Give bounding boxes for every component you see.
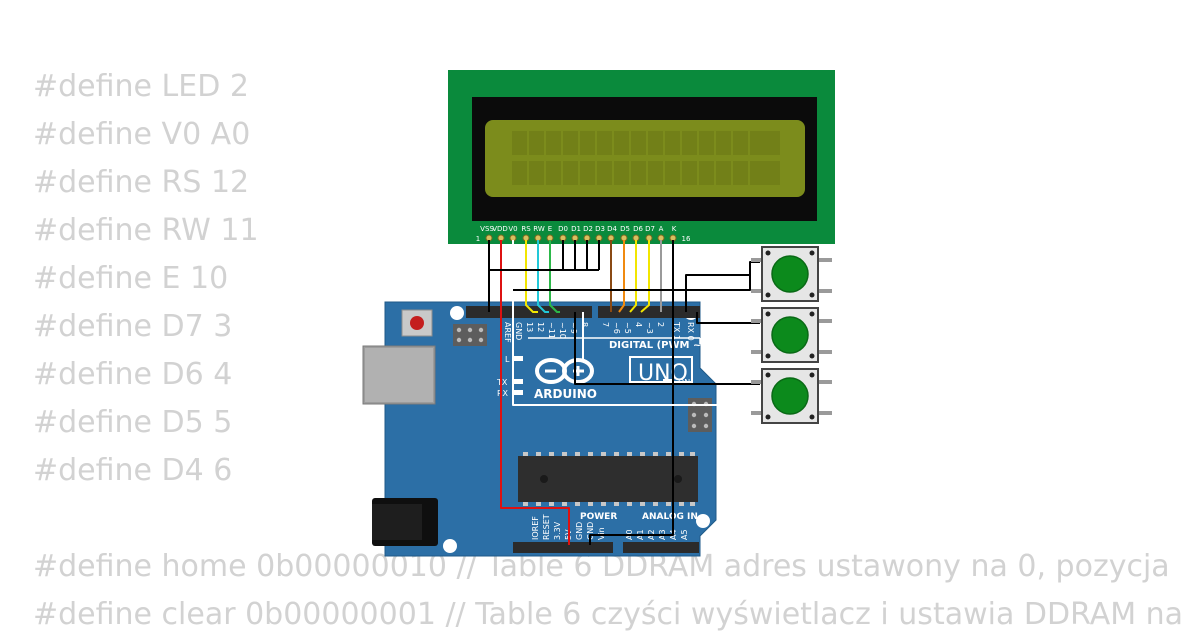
wires: [488, 240, 760, 545]
mounting-hole: [696, 514, 710, 528]
power-label: POWER: [580, 512, 617, 522]
lcd-pin-number-first: 1: [476, 235, 480, 243]
pin-label: 12: [536, 322, 545, 332]
power-pin-label: 3.3V: [553, 521, 562, 540]
lcd-pin-label: V0: [508, 225, 517, 233]
mounting-hole: [443, 539, 457, 553]
lcd-pin-number-last: 16: [682, 235, 691, 243]
lcd-pin-label: E: [548, 225, 552, 233]
analog-in-label: ANALOG IN: [642, 512, 698, 522]
pin-label: ~5: [623, 322, 632, 334]
code-line: #define D5 5: [33, 405, 233, 440]
wire-rs: [525, 240, 538, 313]
code-line: #define D7 3: [33, 309, 233, 344]
digital-label: DIGITAL (PWM ~): [609, 340, 706, 351]
code-line: #define D4 6: [33, 453, 233, 488]
lcd-pin-label: VDD: [492, 225, 508, 233]
lcd-pin-label: D2: [583, 225, 593, 233]
code-line: #define clear 0b00000001 // Table 6 czyś…: [33, 597, 1184, 632]
wire-rw: [537, 240, 549, 313]
button-cap[interactable]: [771, 255, 809, 293]
code-line: #define RW 11: [33, 213, 259, 248]
led-l: [514, 356, 523, 361]
digital-header-right: [598, 306, 700, 318]
wire-k: [589, 240, 674, 545]
power-pin-label: IOREF: [531, 516, 540, 540]
code-line: #define V0 A0: [33, 117, 251, 152]
lcd-module[interactable]: VSS VDD V0 RS RW E D0 D1 D2 D3 D4 D5 D6 …: [448, 70, 835, 244]
lcd-pin-label: D7: [645, 225, 655, 233]
analog-header: [623, 542, 699, 553]
arduino-logo: [535, 358, 594, 384]
code-line: #define E 10: [33, 261, 229, 296]
pin-label: TX 1: [672, 321, 681, 340]
lcd-pin-label: D3: [595, 225, 605, 233]
code-line: #define D6 4: [33, 357, 233, 392]
lcd-pin-label: K: [672, 225, 677, 233]
uno-badge: [629, 356, 693, 383]
wire-e: [549, 240, 560, 313]
push-button-2[interactable]: [751, 307, 832, 363]
wire-d7: [640, 240, 650, 313]
led-rx-label: RX: [497, 389, 509, 398]
pin-label: ~11: [547, 322, 556, 339]
mounting-hole: [450, 306, 464, 320]
pin-label: ~10: [558, 322, 567, 339]
power-pin-label: Vin: [597, 527, 606, 540]
arduino-brand-label: ARDUINO: [534, 387, 597, 401]
pin-label: 4: [634, 322, 643, 327]
lcd-pin-label: D6: [633, 225, 643, 233]
wire-button-2: [696, 312, 760, 324]
push-button-1[interactable]: [751, 246, 832, 302]
lcd-character-grid: [512, 131, 780, 185]
led-on: [663, 379, 672, 384]
lcd-pin-label: D4: [607, 225, 617, 233]
wire-vdd-5v: [500, 240, 570, 545]
icsp-header-right: [688, 398, 712, 432]
atmega-chip: [518, 452, 698, 506]
wire-d6: [629, 240, 637, 313]
reset-button[interactable]: [401, 309, 433, 337]
analog-pin-label: A5: [680, 529, 689, 540]
code-line: #define RS 12: [33, 165, 250, 200]
led-l-label: L: [505, 355, 510, 364]
power-pin-label: GND: [575, 522, 584, 540]
wire-button-3: [574, 312, 760, 385]
code-line: #define LED 2: [33, 69, 249, 104]
led-tx: [514, 379, 523, 384]
button-cap[interactable]: [771, 316, 809, 354]
lcd-pin-label: VSS: [480, 225, 494, 233]
wire-white-loop: [512, 318, 750, 406]
power-header: [513, 542, 613, 553]
pin-label: 2: [656, 322, 665, 327]
wire-d5: [618, 240, 625, 313]
button-cap[interactable]: [771, 377, 809, 415]
pin-label: 7: [601, 322, 610, 327]
power-pin-label: GND: [586, 522, 595, 540]
pin-label: 13: [525, 322, 534, 332]
lcd-pin-label: D1: [571, 225, 581, 233]
wire-button-gnd: [513, 270, 751, 291]
pin-label: GND: [514, 322, 523, 340]
lcd-pin-label: D0: [558, 225, 568, 233]
lcd-pin-label: D5: [620, 225, 630, 233]
lcd-pin-label: RS: [521, 225, 531, 233]
led-rx: [514, 390, 523, 395]
pin-label: 8: [580, 322, 589, 327]
arduino-uno-board[interactable]: AREF GND 13 12 ~11 ~10 ~9 8 7 ~6 ~5 4 ~3…: [362, 301, 717, 557]
power-pin-label: RESET: [542, 514, 551, 540]
pin-label: AREF: [503, 322, 512, 343]
icsp-header: [453, 324, 487, 346]
lcd-pin-label: A: [659, 225, 664, 233]
pin-label: ~9: [569, 322, 578, 334]
pin-label: ~3: [645, 322, 654, 334]
push-button-3[interactable]: [751, 368, 832, 424]
digital-header-left: [466, 306, 592, 318]
pin-label: ~6: [612, 322, 621, 334]
lcd-pin-label: RW: [533, 225, 545, 233]
led-on-label: ON: [678, 378, 690, 387]
uno-model-label: UNO: [638, 361, 688, 386]
pin-label: RX 0: [686, 322, 695, 341]
